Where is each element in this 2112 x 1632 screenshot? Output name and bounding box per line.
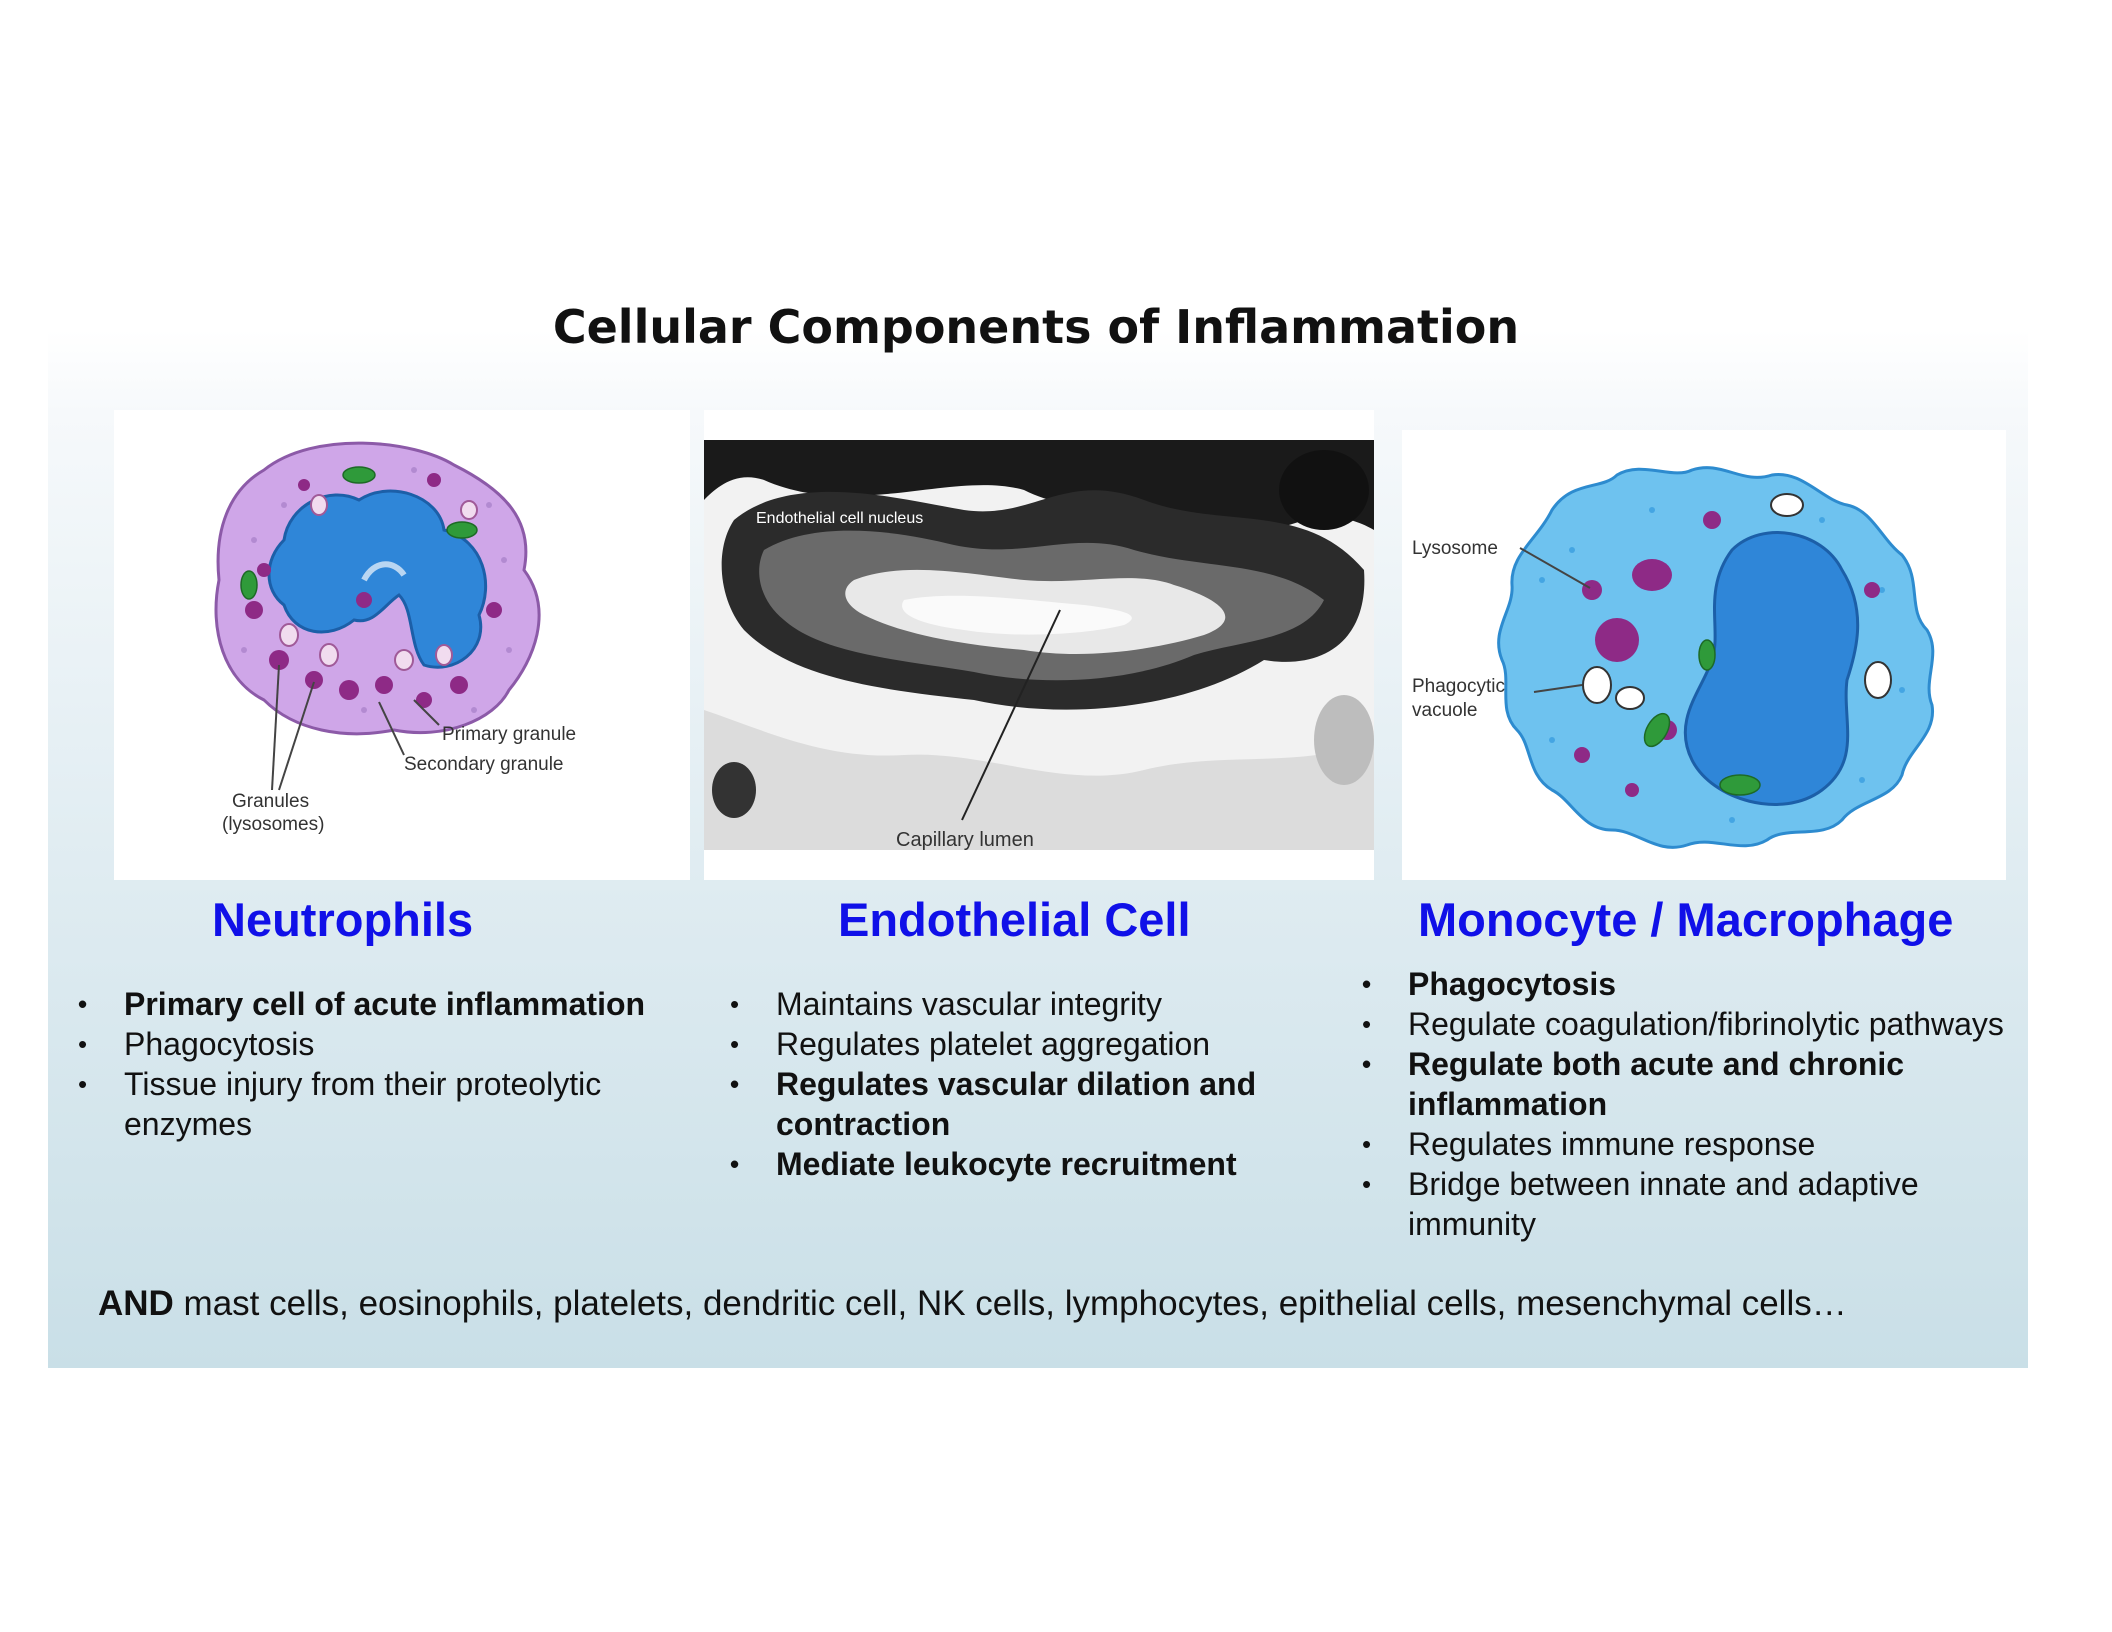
neutrophils-bullet-list: Primary cell of acute inflammation Phago… <box>76 984 716 1144</box>
endothelial-bullet-list: Maintains vascular integrity Regulates p… <box>728 984 1368 1184</box>
label-granules: Granules <box>232 791 309 812</box>
label-secondary-granule: Secondary granule <box>404 754 564 775</box>
label-lysosome: Lysosome <box>1412 538 1498 559</box>
macrophage-bullet-list: Phagocytosis Regulate coagulation/fibrin… <box>1360 964 2010 1244</box>
heading-monocyte-macrophage: Monocyte / Macrophage <box>1418 893 1954 946</box>
label-endothelial-nucleus: Endothelial cell nucleus <box>756 510 923 527</box>
heading-neutrophils: Neutrophils <box>212 893 474 946</box>
label-lysosomes: (lysosomes) <box>222 814 324 835</box>
bullet-item: Primary cell of acute inflammation <box>76 984 716 1024</box>
macrophage-drawing: Lysosome Phagocytic vacuole <box>1412 466 1935 849</box>
bullet-item: Tissue injury from their proteolytic enz… <box>76 1064 716 1144</box>
label-vacuole: vacuole <box>1412 700 1478 721</box>
page-title: Cellular Components of Inflammation <box>552 300 1520 354</box>
bullet-item: Regulate both acute and chronic inflamma… <box>1360 1044 2010 1124</box>
footer-lead: AND <box>98 1284 174 1323</box>
bullet-item: Regulates platelet aggregation <box>728 1024 1368 1064</box>
bullet-item: Regulates immune response <box>1360 1124 2010 1164</box>
endothelial-drawing: Endothelial cell nucleus Capillary lumen <box>704 440 1374 851</box>
footer-text: mast cells, eosinophils, platelets, dend… <box>173 1284 1847 1323</box>
footer-note: AND mast cells, eosinophils, platelets, … <box>98 1284 1847 1324</box>
heading-endothelial-cell: Endothelial Cell <box>838 893 1191 946</box>
neutrophil-drawing: Primary granule Secondary granule Granul… <box>214 441 576 835</box>
bullet-item: Phagocytosis <box>76 1024 716 1064</box>
bullet-item: Bridge between innate and adaptive immun… <box>1360 1164 2010 1244</box>
label-primary-granule: Primary granule <box>442 724 576 745</box>
bullet-item: Mediate leukocyte recruitment <box>728 1144 1368 1184</box>
neutrophil-illustration: Primary granule Secondary granule Granul… <box>114 410 690 880</box>
label-phagocytic: Phagocytic <box>1412 676 1505 697</box>
bullet-item: Phagocytosis <box>1360 964 2010 1004</box>
label-capillary-lumen: Capillary lumen <box>896 829 1034 851</box>
bullet-item: Regulate coagulation/fibrinolytic pathwa… <box>1360 1004 2010 1044</box>
endothelial-micrograph: Endothelial cell nucleus Capillary lumen <box>704 410 1374 880</box>
bullet-item: Maintains vascular integrity <box>728 984 1368 1024</box>
macrophage-illustration: Lysosome Phagocytic vacuole <box>1402 430 2006 880</box>
bullet-item: Regulates vascular dilation and contract… <box>728 1064 1368 1144</box>
